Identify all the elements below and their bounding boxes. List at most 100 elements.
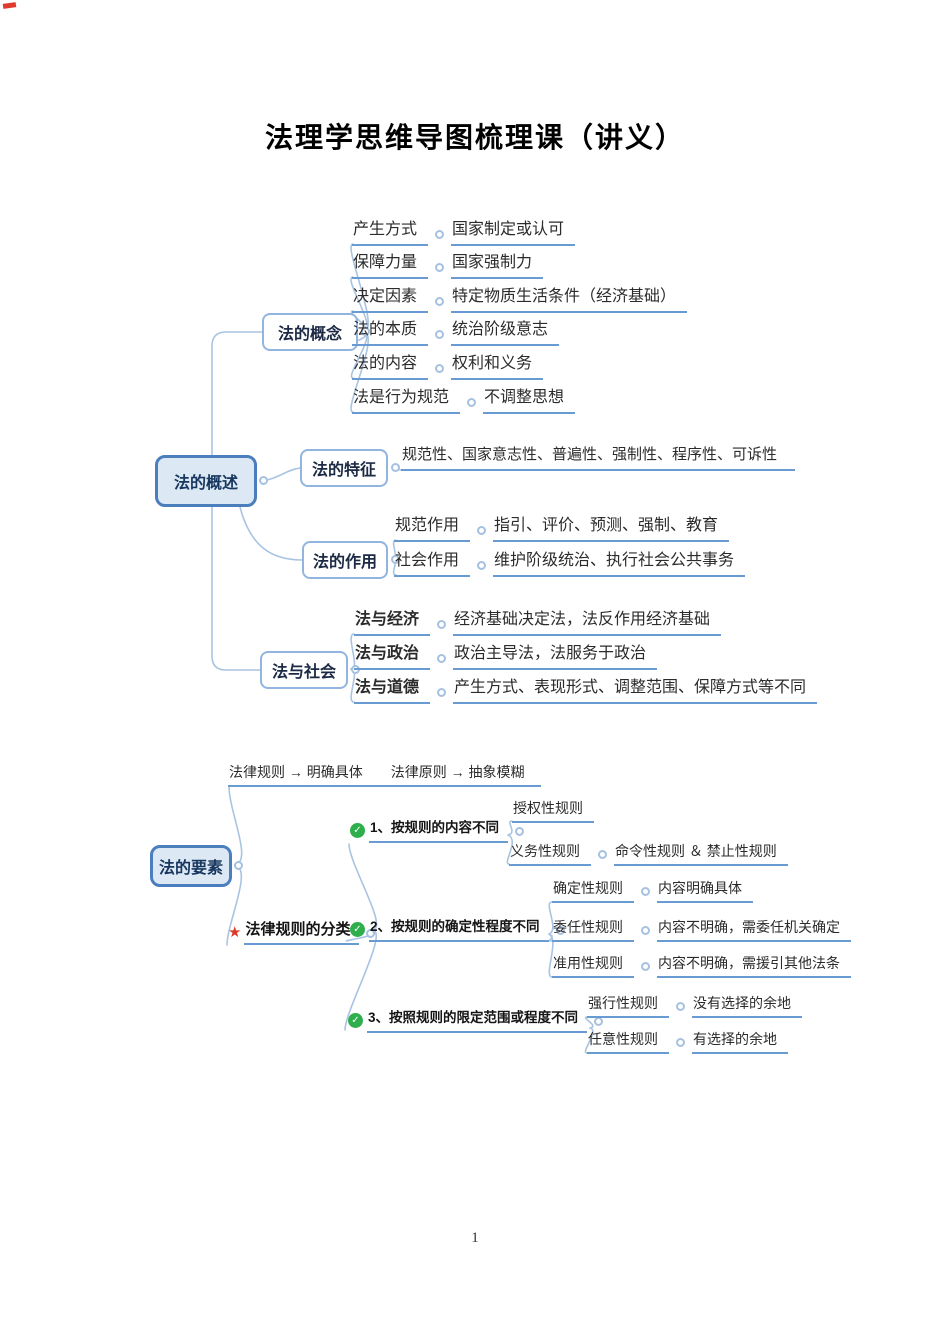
map1-society-row-3: 法与道德 产生方式、表现形式、调整范围、保障方式等不同: [354, 678, 818, 704]
row-value: 内容不明确，需援引其他法条: [657, 954, 851, 978]
row-value: 内容不明确，需委任机关确定: [657, 918, 851, 942]
connector-port-icon: [391, 555, 400, 564]
connector-port-icon: [641, 887, 650, 896]
row-value: 权利和义务: [451, 354, 544, 380]
map1-root-label: 法的概述: [173, 475, 238, 492]
map1-concept-row-5: 法的内容 权利和义务: [352, 354, 544, 380]
connector-port-icon: [435, 263, 445, 272]
map1-branch-feature-label: 法的特征: [311, 462, 376, 479]
map1-root-node: 法的概述: [155, 455, 268, 507]
star-icon: ★: [228, 924, 242, 941]
map1-branch-concept-label: 法的概念: [277, 326, 342, 343]
row-value: 国家制定或认可: [451, 220, 576, 246]
page-title: 法理学思维导图梳理课（讲义）: [264, 123, 685, 154]
row-value: 法律规则 → 明确具体 法律原则 → 抽象模糊: [228, 763, 541, 787]
connector-port-icon: [467, 398, 477, 407]
map2-classification-node: ★ 法律规则的分类: [228, 920, 382, 945]
row-label: 授权性规则: [512, 799, 594, 823]
row-label: 准用性规则: [552, 954, 634, 978]
map2-group2-row-3: 准用性规则 内容不明确，需援引其他法条: [552, 954, 851, 978]
map1-society-row-2: 法与政治 政治主导法，法服务于政治: [354, 644, 658, 670]
map2-group3-row-1: 强行性规则 没有选择的余地: [587, 994, 802, 1018]
connector-port-icon: [259, 476, 268, 485]
row-label: 法与经济: [354, 610, 431, 636]
row-label: 法与政治: [354, 644, 431, 670]
connector-port-icon: [435, 230, 445, 239]
connector-port-icon: [477, 526, 487, 535]
connector-port-icon: [676, 1038, 685, 1047]
row-label: 法的内容: [352, 354, 429, 380]
map1-branch-society-label: 法与社会: [271, 664, 336, 681]
map2-group3-row-2: 任意性规则 有选择的余地: [587, 1030, 788, 1054]
connector-port-icon: [435, 297, 445, 306]
connector-port-icon: [361, 327, 370, 336]
connector-port-icon: [435, 364, 445, 373]
map2-root-node: 法的要素: [150, 845, 243, 887]
map2-rule-vs-principle-row: 法律规则 → 明确具体 法律原则 → 抽象模糊: [228, 763, 541, 787]
connector-port-icon: [641, 962, 650, 971]
connector-port-icon: [437, 688, 447, 697]
row-value: 政治主导法，法服务于政治: [453, 644, 658, 670]
connector-port-icon: [641, 926, 650, 935]
row-value: 维护阶级统治、执行社会公共事务: [493, 551, 746, 577]
connector-port-icon: [391, 463, 400, 472]
connector-port-icon: [234, 861, 243, 870]
connector-port-icon: [366, 929, 376, 938]
map2-group2-row-1: 确定性规则 内容明确具体: [552, 879, 753, 903]
map1-feature-row: 规范性、国家意志性、普遍性、强制性、程序性、可诉性: [401, 445, 796, 471]
row-label: 委任性规则: [552, 918, 634, 942]
check-icon: ✓: [348, 1013, 363, 1028]
map2-classification-label: 法律规则的分类: [244, 920, 360, 945]
map2-group1-row-2: 义务性规则 命令性规则 ＆ 禁止性规则: [509, 842, 788, 866]
connector-port-icon: [515, 827, 525, 836]
connector-port-icon: [435, 330, 445, 339]
map2-group-1: ✓ 1、按规则的内容不同: [350, 818, 531, 843]
row-label: 确定性规则: [552, 879, 634, 903]
row-label: 任意性规则: [587, 1030, 669, 1054]
page-number: 1: [471, 1230, 479, 1246]
connector-port-icon: [676, 1002, 685, 1011]
check-icon: ✓: [350, 823, 365, 838]
row-value: 统治阶级意志: [451, 320, 560, 346]
group-label: 1、按规则的内容不同: [369, 818, 509, 843]
map2-group-2: ✓ 2、按规则的确定性程度不同: [350, 917, 572, 942]
row-label: 产生方式: [352, 220, 429, 246]
connector-port-icon: [598, 850, 607, 859]
connector-port-icon: [477, 561, 487, 570]
connector-port-icon: [594, 1017, 604, 1026]
map1-function-row-1: 规范作用 指引、评价、预测、强制、教育: [394, 516, 730, 542]
row-label: 法是行为规范: [352, 388, 461, 414]
row-value: 不调整思想: [483, 388, 576, 414]
row-value: 产生方式、表现形式、调整范围、保障方式等不同: [453, 678, 818, 704]
map1-society-row-1: 法与经济 经济基础决定法，法反作用经济基础: [354, 610, 722, 636]
row-value: 有选择的余地: [692, 1030, 788, 1054]
row-label: 保障力量: [352, 253, 429, 279]
check-icon: ✓: [350, 922, 365, 937]
map1-concept-row-3: 决定因素 特定物质生活条件（经济基础）: [352, 287, 688, 313]
row-value: 命令性规则 ＆ 禁止性规则: [614, 842, 788, 866]
map1-branch-concept: 法的概念: [262, 313, 370, 351]
row-label: 法的本质: [352, 320, 429, 346]
group-label: 3、按照规则的限定范围或程度不同: [367, 1008, 588, 1033]
map1-concept-row-2: 保障力量 国家强制力: [352, 253, 544, 279]
row-label: 法与道德: [354, 678, 431, 704]
row-value: 经济基础决定法，法反作用经济基础: [453, 610, 722, 636]
map2-group2-row-2: 委任性规则 内容不明确，需委任机关确定: [552, 918, 851, 942]
group-label: 2、按规则的确定性程度不同: [369, 917, 549, 942]
map2-group1-row-1: 授权性规则: [512, 799, 594, 823]
row-label: 社会作用: [394, 551, 471, 577]
map1-concept-row-4: 法的本质 统治阶级意志: [352, 320, 560, 346]
map1-branch-society: 法与社会: [260, 651, 360, 689]
map1-branch-function-label: 法的作用: [312, 554, 377, 571]
row-value: 国家强制力: [451, 253, 544, 279]
row-value: 规范性、国家意志性、普遍性、强制性、程序性、可诉性: [401, 445, 796, 471]
map1-concept-row-6: 法是行为规范 不调整思想: [352, 388, 576, 414]
row-value: 特定物质生活条件（经济基础）: [451, 287, 688, 313]
map1-branch-feature: 法的特征: [300, 449, 400, 487]
row-value: 内容明确具体: [657, 879, 753, 903]
map1-concept-row-1: 产生方式 国家制定或认可: [352, 220, 576, 246]
row-label: 强行性规则: [587, 994, 669, 1018]
row-label: 决定因素: [352, 287, 429, 313]
map2-group-3: ✓ 3、按照规则的限定范围或程度不同: [348, 1008, 610, 1033]
